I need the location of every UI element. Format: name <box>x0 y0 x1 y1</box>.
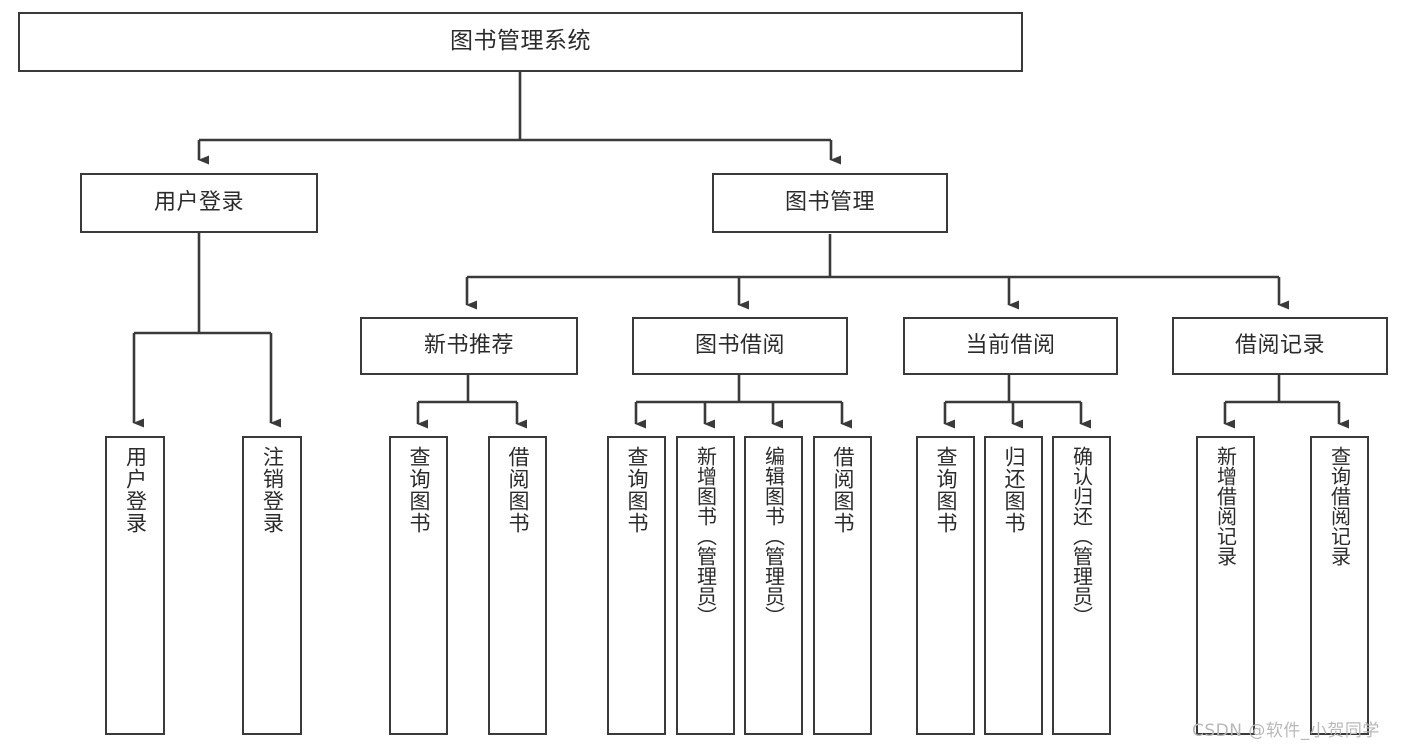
node-leaf-query-book-current[interactable]: 查询图书 <box>916 436 975 735</box>
node-label: 用户登录 <box>153 190 244 216</box>
node-label: 查询图书 <box>407 446 431 534</box>
node-label: 借阅图书 <box>506 446 530 534</box>
node-label: 图书管理系统 <box>450 28 591 55</box>
node-label: 注销登录 <box>260 446 285 534</box>
node-leaf-logout[interactable]: 注销登录 <box>242 436 302 735</box>
node-leaf-add-book-admin[interactable]: 新增图书（管理员） <box>676 436 735 735</box>
node-leaf-borrow-book[interactable]: 借阅图书 <box>813 436 872 735</box>
node-label: 用户登录 <box>123 446 148 534</box>
node-leaf-query-book-borrow[interactable]: 查询图书 <box>607 436 666 735</box>
node-label: 确认归还（管理员） <box>1069 446 1094 626</box>
node-leaf-query-borrow-record[interactable]: 查询借阅记录 <box>1310 436 1369 735</box>
node-leaf-add-borrow-record[interactable]: 新增借阅记录 <box>1196 436 1255 735</box>
node-book-management[interactable]: 图书管理 <box>712 173 948 233</box>
node-leaf-return-book[interactable]: 归还图书 <box>984 436 1043 735</box>
node-label: 编辑图书（管理员） <box>761 446 786 626</box>
node-current-borrow[interactable]: 当前借阅 <box>903 317 1118 375</box>
node-label: 新书推荐 <box>423 333 514 359</box>
csdn-watermark: CSDN @软件_小贺同学 <box>1192 721 1380 741</box>
node-label: 图书管理 <box>784 190 875 216</box>
node-leaf-edit-book-admin[interactable]: 编辑图书（管理员） <box>744 436 803 735</box>
node-user-login[interactable]: 用户登录 <box>80 173 318 233</box>
node-label: 当前借阅 <box>965 333 1056 359</box>
node-label: 借阅记录 <box>1234 333 1325 359</box>
node-label: 图书借阅 <box>694 333 785 359</box>
node-label: 查询图书 <box>625 446 649 534</box>
node-leaf-borrow-book-recommend[interactable]: 借阅图书 <box>488 436 547 735</box>
node-root-system[interactable]: 图书管理系统 <box>18 12 1023 72</box>
node-leaf-confirm-return-admin[interactable]: 确认归还（管理员） <box>1052 436 1111 735</box>
node-new-book-recommend[interactable]: 新书推荐 <box>360 317 578 375</box>
node-label: 查询借阅记录 <box>1327 446 1352 566</box>
node-label: 查询图书 <box>934 446 958 534</box>
node-label: 借阅图书 <box>831 446 855 534</box>
node-label: 归还图书 <box>1002 446 1026 534</box>
node-label: 新增借阅记录 <box>1213 446 1238 566</box>
node-borrow-records[interactable]: 借阅记录 <box>1172 317 1388 375</box>
node-book-borrow[interactable]: 图书借阅 <box>632 317 848 375</box>
node-leaf-user-login[interactable]: 用户登录 <box>105 436 165 735</box>
node-leaf-query-book-recommend[interactable]: 查询图书 <box>389 436 448 735</box>
node-label: 新增图书（管理员） <box>693 446 718 626</box>
